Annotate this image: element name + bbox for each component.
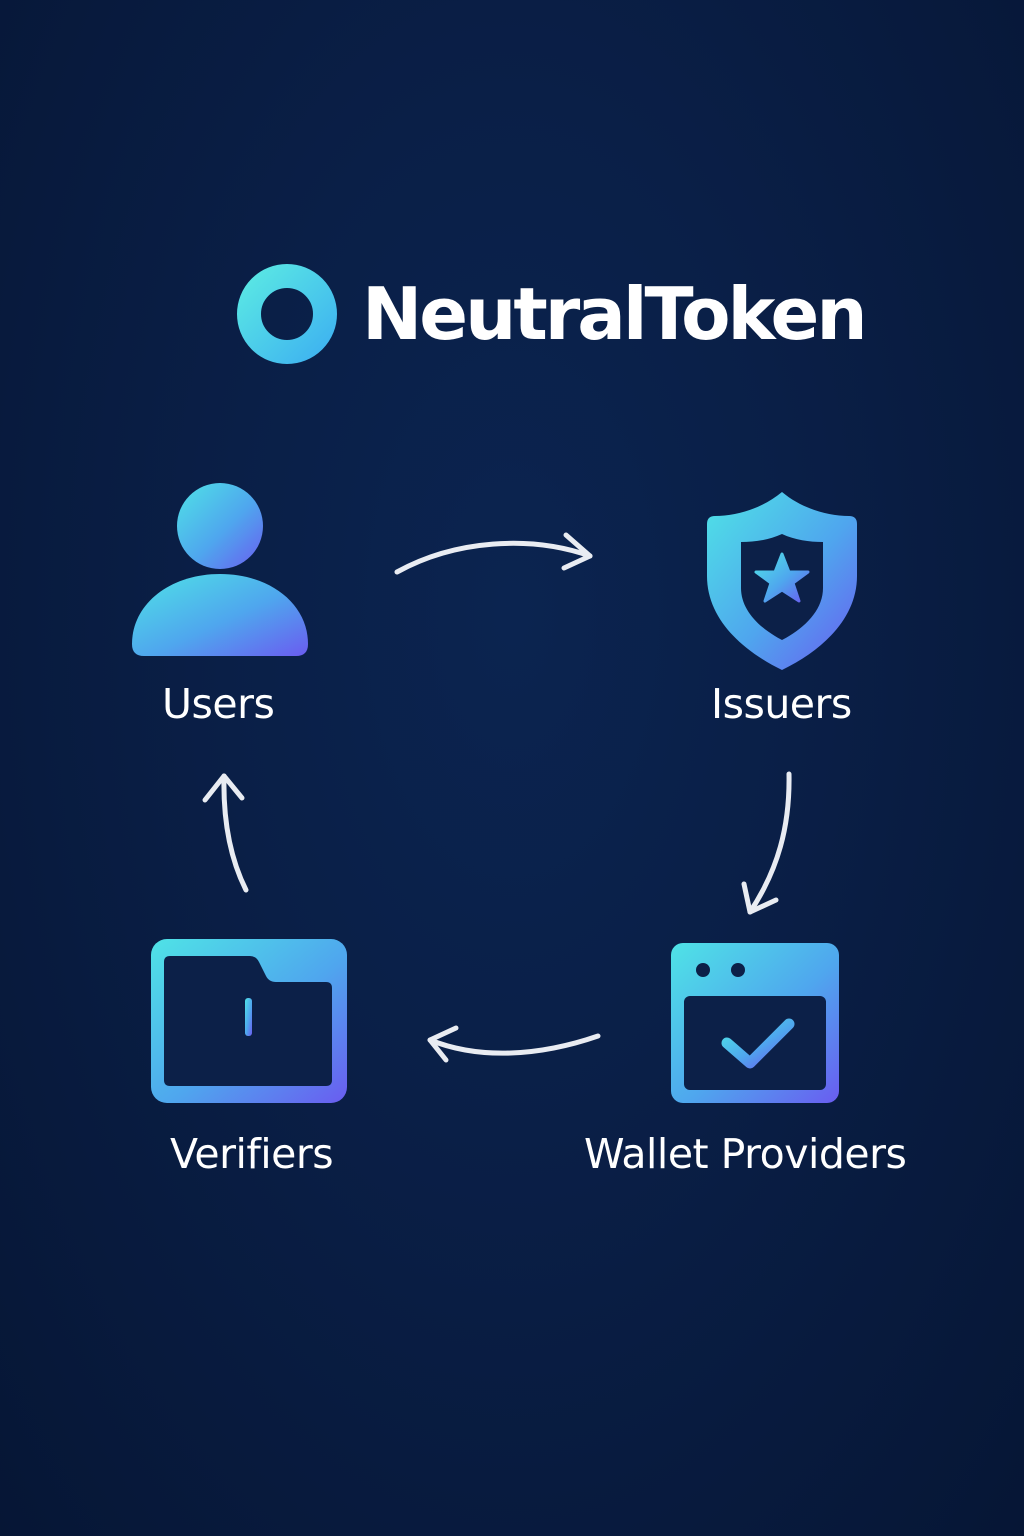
node-users [130, 482, 310, 660]
shield-star-icon [707, 492, 857, 670]
arrow-verifiers-to-users [202, 773, 249, 893]
node-verifiers [150, 938, 348, 1104]
arrow-users-to-issuers [394, 532, 593, 575]
node-issuers [705, 490, 859, 672]
ring-logo-icon [237, 264, 337, 364]
brand-logo: NeutralToken [234, 262, 868, 366]
user-icon [132, 483, 308, 656]
arrow-issuers-to-wallet [741, 771, 792, 915]
browser-check-icon [671, 943, 839, 1103]
label-issuers: Issuers [711, 680, 852, 728]
label-verifiers: Verifiers [170, 1130, 334, 1178]
node-wallet-providers [670, 942, 840, 1104]
brand-name: NeutralToken [362, 272, 868, 356]
label-wallet-providers: Wallet Providers [584, 1130, 907, 1178]
folder-icon [151, 939, 347, 1103]
label-users: Users [162, 680, 275, 728]
arrow-wallet-to-verifiers [427, 1025, 601, 1063]
